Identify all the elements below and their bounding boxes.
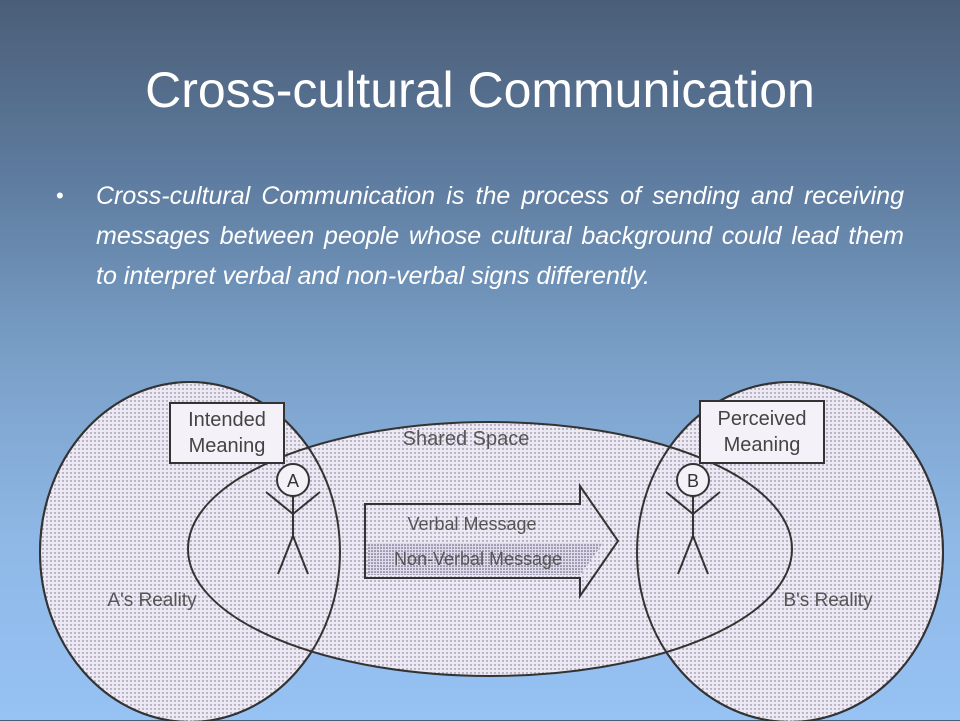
person-a-label: A	[287, 471, 299, 491]
intended-meaning-label-2: Meaning	[189, 435, 266, 457]
person-a-figure	[265, 463, 321, 575]
verbal-message-label: Verbal Message	[407, 514, 536, 534]
shared-space-label: Shared Space	[403, 428, 530, 450]
person-b-figure	[665, 463, 721, 575]
message-arrow: Verbal Message Non-Verbal Message	[364, 482, 620, 600]
nonverbal-message-label: Non-Verbal Message	[394, 549, 562, 569]
perceived-meaning-label-1: Perceived	[718, 408, 807, 430]
perceived-meaning-box: Perceived Meaning	[699, 400, 825, 464]
intended-meaning-label-1: Intended	[188, 409, 266, 431]
a-reality-label: A's Reality	[107, 590, 197, 611]
bullet-text: Cross-cultural Communication is the proc…	[96, 182, 904, 290]
intended-meaning-box: Intended Meaning	[169, 402, 285, 464]
b-reality-label: B's Reality	[783, 590, 873, 611]
communication-diagram: Intended Meaning Perceived Meaning Share…	[39, 381, 944, 721]
slide-title: Cross-cultural Communication	[145, 62, 815, 118]
perceived-meaning-label-2: Meaning	[724, 434, 801, 456]
person-b-label: B	[687, 471, 699, 491]
bullet-marker: •	[56, 183, 64, 208]
